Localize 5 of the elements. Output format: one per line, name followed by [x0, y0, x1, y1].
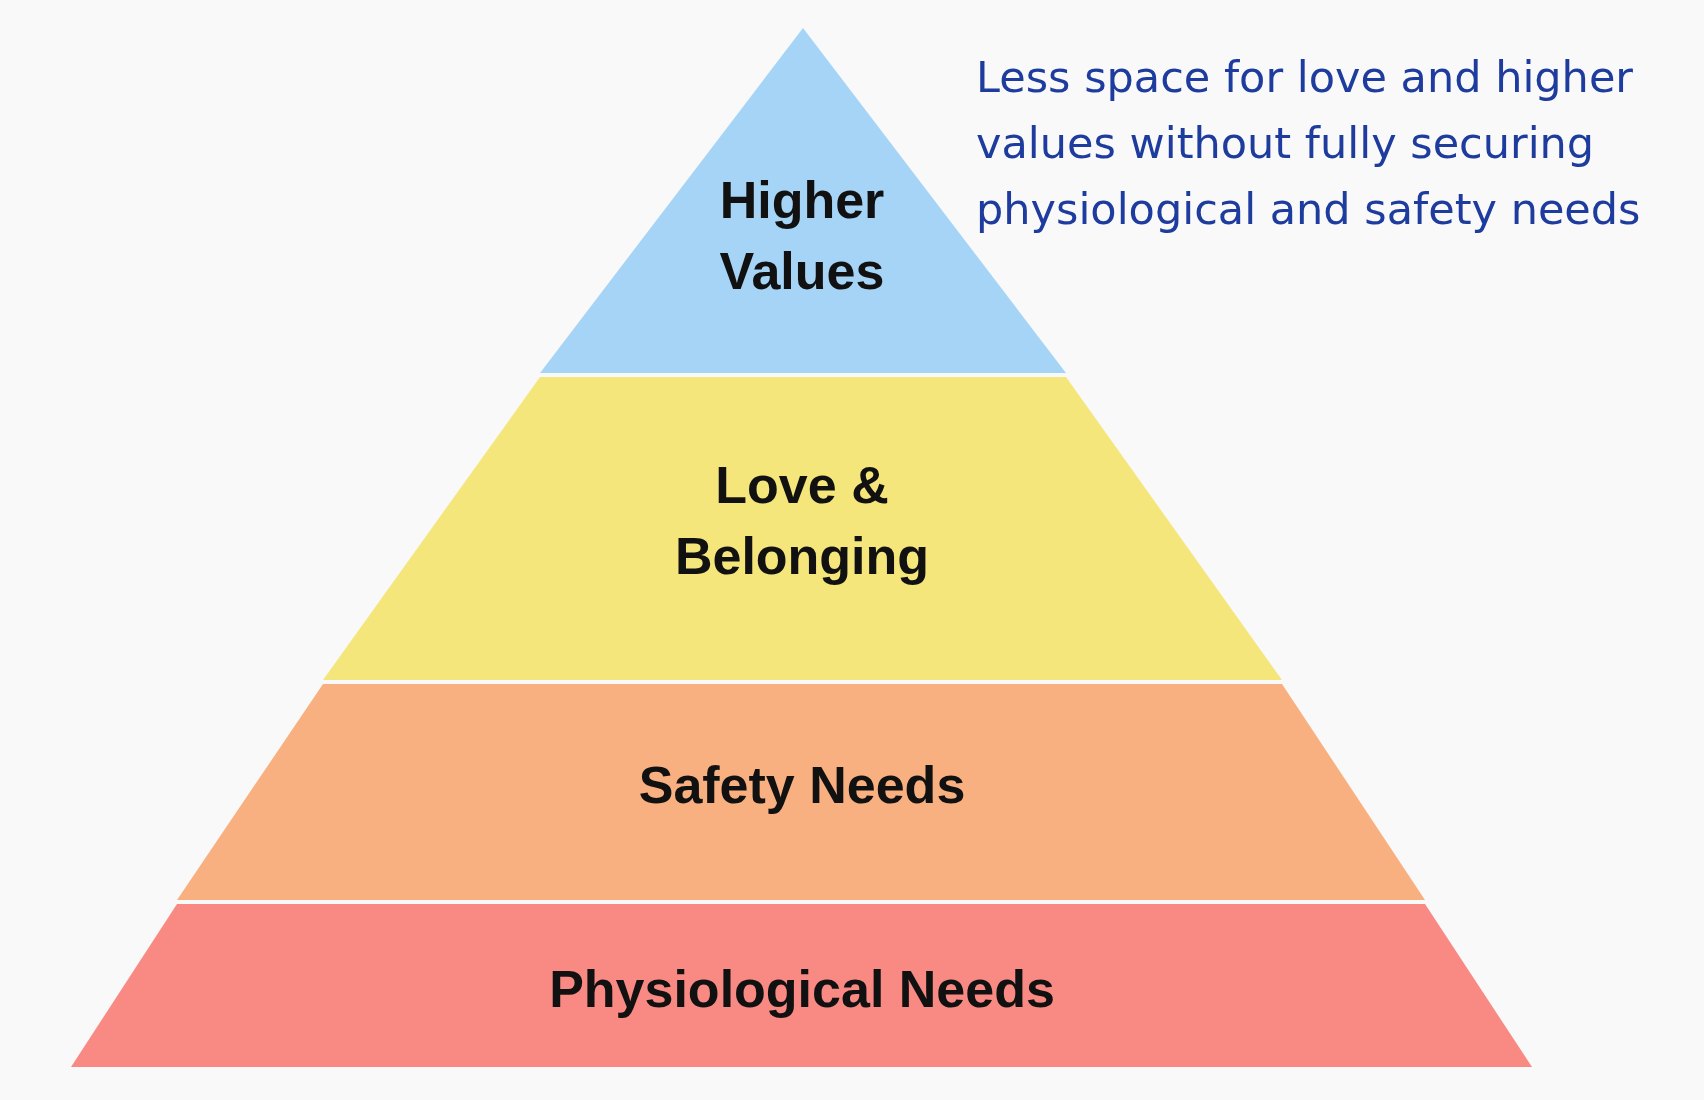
tier-label: Love & Belonging [673, 455, 931, 587]
tier-label: Higher Values [718, 170, 886, 302]
annotation-text: Less space for love and higher values without fully securing physiological and safety needs [976, 51, 1642, 236]
tier-label: Safety Needs [638, 754, 966, 816]
tier-label: Physiological Needs [549, 958, 1055, 1020]
